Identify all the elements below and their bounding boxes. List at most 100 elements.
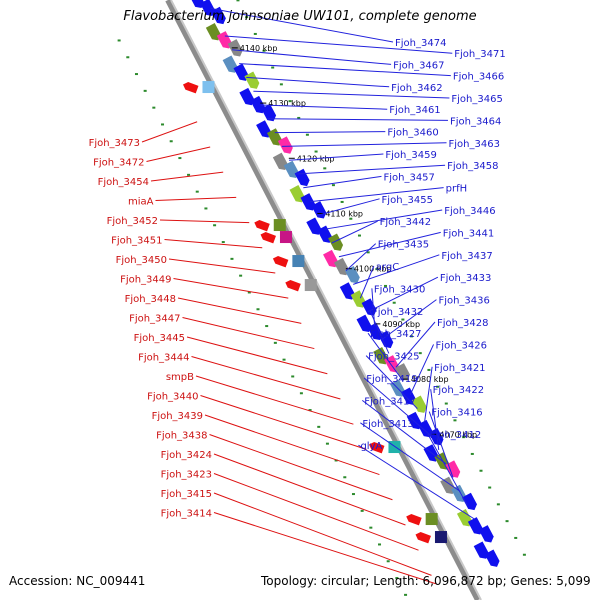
plus-gene-label[interactable]: Fjoh_3413 xyxy=(362,419,413,430)
gc-dot xyxy=(369,526,373,529)
minus-gene-label[interactable]: Fjoh_3450 xyxy=(116,255,167,266)
minus-gene-label[interactable]: Fjoh_3423 xyxy=(161,470,212,481)
plus-gene-label[interactable]: Fjoh_3421 xyxy=(434,363,485,374)
plus-gene-label[interactable]: Fjoh_3460 xyxy=(387,128,438,139)
minus-gene-label[interactable]: Fjoh_3454 xyxy=(98,177,149,188)
plus-gene-label[interactable]: Fjoh_3442 xyxy=(380,217,431,228)
gc-dot xyxy=(334,459,338,462)
minus-gene-label[interactable]: Fjoh_3445 xyxy=(134,333,185,344)
minus-leader-line xyxy=(213,473,419,551)
plus-gene-label[interactable]: Fjoh_3425 xyxy=(368,352,419,363)
minus-gene-label[interactable]: Fjoh_3448 xyxy=(125,294,176,305)
plus-gene-label[interactable]: Fjoh_3437 xyxy=(441,251,492,262)
plus-gene-label[interactable]: Fjoh_3474 xyxy=(395,38,446,49)
gc-dot xyxy=(239,274,243,277)
gc-dot xyxy=(317,425,321,428)
minus-gene-label[interactable]: smpB xyxy=(166,372,194,383)
plus-gene-label[interactable]: Fjoh_3422 xyxy=(433,385,484,396)
minus-gene-label[interactable]: Fjoh_3438 xyxy=(156,431,207,442)
gc-dot xyxy=(297,116,301,119)
plus-gene-label[interactable]: Fjoh_3458 xyxy=(447,161,498,172)
genome-backbone xyxy=(165,0,481,600)
minus-leader-line xyxy=(146,146,211,162)
plus-strand-leaders xyxy=(210,7,475,520)
gc-dot xyxy=(117,39,121,42)
plus-leader-line xyxy=(363,377,432,437)
plus-leader-line xyxy=(353,254,440,285)
plus-leader-line xyxy=(324,209,443,230)
minus-leader-line xyxy=(209,434,393,501)
plus-leader-line xyxy=(331,220,378,244)
minus-leader-line xyxy=(213,453,406,526)
minus-gene-label[interactable]: Fjoh_3439 xyxy=(152,411,203,422)
minus-gene-label[interactable]: Fjoh_3452 xyxy=(107,216,158,227)
plus-gene-label[interactable]: Fjoh_3461 xyxy=(389,105,440,116)
plus-gene-label[interactable]: prfH xyxy=(446,184,468,195)
plus-gene-label[interactable]: Fjoh_3436 xyxy=(438,296,489,307)
plus-gene-label[interactable]: argC xyxy=(376,262,399,273)
plus-gene-label[interactable]: Fjoh_3465 xyxy=(451,94,502,105)
plus-gene-label[interactable]: Fjoh_3433 xyxy=(440,273,491,284)
plus-gene-feature xyxy=(445,460,461,478)
gc-dot xyxy=(505,520,509,523)
plus-gene-label[interactable]: Fjoh_3432 xyxy=(372,307,423,318)
plus-gene-label[interactable]: Fjoh_3466 xyxy=(453,72,504,83)
minus-gene-label[interactable]: miaA xyxy=(128,197,154,208)
minus-gene-label[interactable]: Fjoh_3440 xyxy=(147,392,198,403)
plus-gene-feature xyxy=(244,71,260,89)
plus-gene-label[interactable]: Fjoh_3416 xyxy=(431,408,482,419)
gc-dot xyxy=(386,560,390,563)
plus-leader-line xyxy=(289,153,384,161)
plus-gene-label[interactable]: Fjoh_3428 xyxy=(437,318,488,329)
minus-gene-label[interactable]: Fjoh_3415 xyxy=(161,489,212,500)
plus-gene-label[interactable]: Fjoh_3412 xyxy=(430,430,481,441)
minus-gene-label[interactable]: Fjoh_3447 xyxy=(129,314,180,325)
plus-gene-label[interactable]: Fjoh_3426 xyxy=(436,340,487,351)
plus-gene-label[interactable]: Fjoh_3427 xyxy=(370,329,421,340)
plus-gene-label[interactable]: Fjoh_3471 xyxy=(454,49,505,60)
minus-leader-line xyxy=(213,492,432,576)
gc-dot xyxy=(375,268,379,271)
minus-leader-line xyxy=(155,196,237,201)
minus-leader-line xyxy=(150,171,224,182)
gc-dot xyxy=(331,184,335,187)
plus-gene-label[interactable]: Fjoh_3419 xyxy=(366,374,417,385)
plus-gene-feature xyxy=(261,103,277,122)
plus-gene-feature xyxy=(411,395,427,413)
gc-dot xyxy=(271,66,275,69)
minus-gene-label[interactable]: Fjoh_3444 xyxy=(138,353,189,364)
gc-dot xyxy=(462,436,466,439)
minus-gene-label[interactable]: Fjoh_3472 xyxy=(93,158,144,169)
plus-gene-label[interactable]: Fjoh_3430 xyxy=(374,284,425,295)
plus-gene-label[interactable]: Fjoh_3462 xyxy=(391,83,442,94)
gc-dot xyxy=(453,419,457,422)
plus-gene-label[interactable]: Fjoh_3455 xyxy=(382,195,433,206)
genome-backbone-shadow xyxy=(170,0,482,600)
gc-dot xyxy=(253,32,257,35)
plus-gene-label[interactable]: Fjoh_3467 xyxy=(393,60,444,71)
plus-gene-label[interactable]: Fjoh_3463 xyxy=(449,139,500,150)
plus-gene-label[interactable]: glyA xyxy=(360,441,382,452)
plus-gene-label[interactable]: Fjoh_3417 xyxy=(364,396,415,407)
gc-dot xyxy=(126,56,130,59)
gc-dot xyxy=(323,167,327,170)
minus-gene-feature xyxy=(183,82,199,94)
plus-gene-label[interactable]: Fjoh_3464 xyxy=(450,116,501,127)
plus-gene-label[interactable]: Fjoh_3446 xyxy=(444,206,495,217)
plus-strand-labels[interactable]: Fjoh_3474Fjoh_3471Fjoh_3467Fjoh_3466Fjoh… xyxy=(360,38,505,452)
gc-dot xyxy=(366,251,370,254)
plus-gene-label[interactable]: Fjoh_3459 xyxy=(385,150,436,161)
plus-gene-label[interactable]: Fjoh_3441 xyxy=(443,228,494,239)
minus-gene-label[interactable]: Fjoh_3414 xyxy=(161,509,212,520)
plus-leader-line xyxy=(345,243,377,271)
plus-leader-line xyxy=(246,76,390,88)
plus-gene-label[interactable]: Fjoh_3457 xyxy=(383,172,434,183)
minus-leader-line xyxy=(164,239,263,249)
minus-gene-label[interactable]: Fjoh_3473 xyxy=(89,138,140,149)
minus-gene-label[interactable]: Fjoh_3449 xyxy=(120,275,171,286)
minus-gene-label[interactable]: Fjoh_3451 xyxy=(111,236,162,247)
gc-dot xyxy=(288,100,292,103)
plus-gene-label[interactable]: Fjoh_3435 xyxy=(378,240,429,251)
minus-gene-label[interactable]: Fjoh_3424 xyxy=(161,450,212,461)
